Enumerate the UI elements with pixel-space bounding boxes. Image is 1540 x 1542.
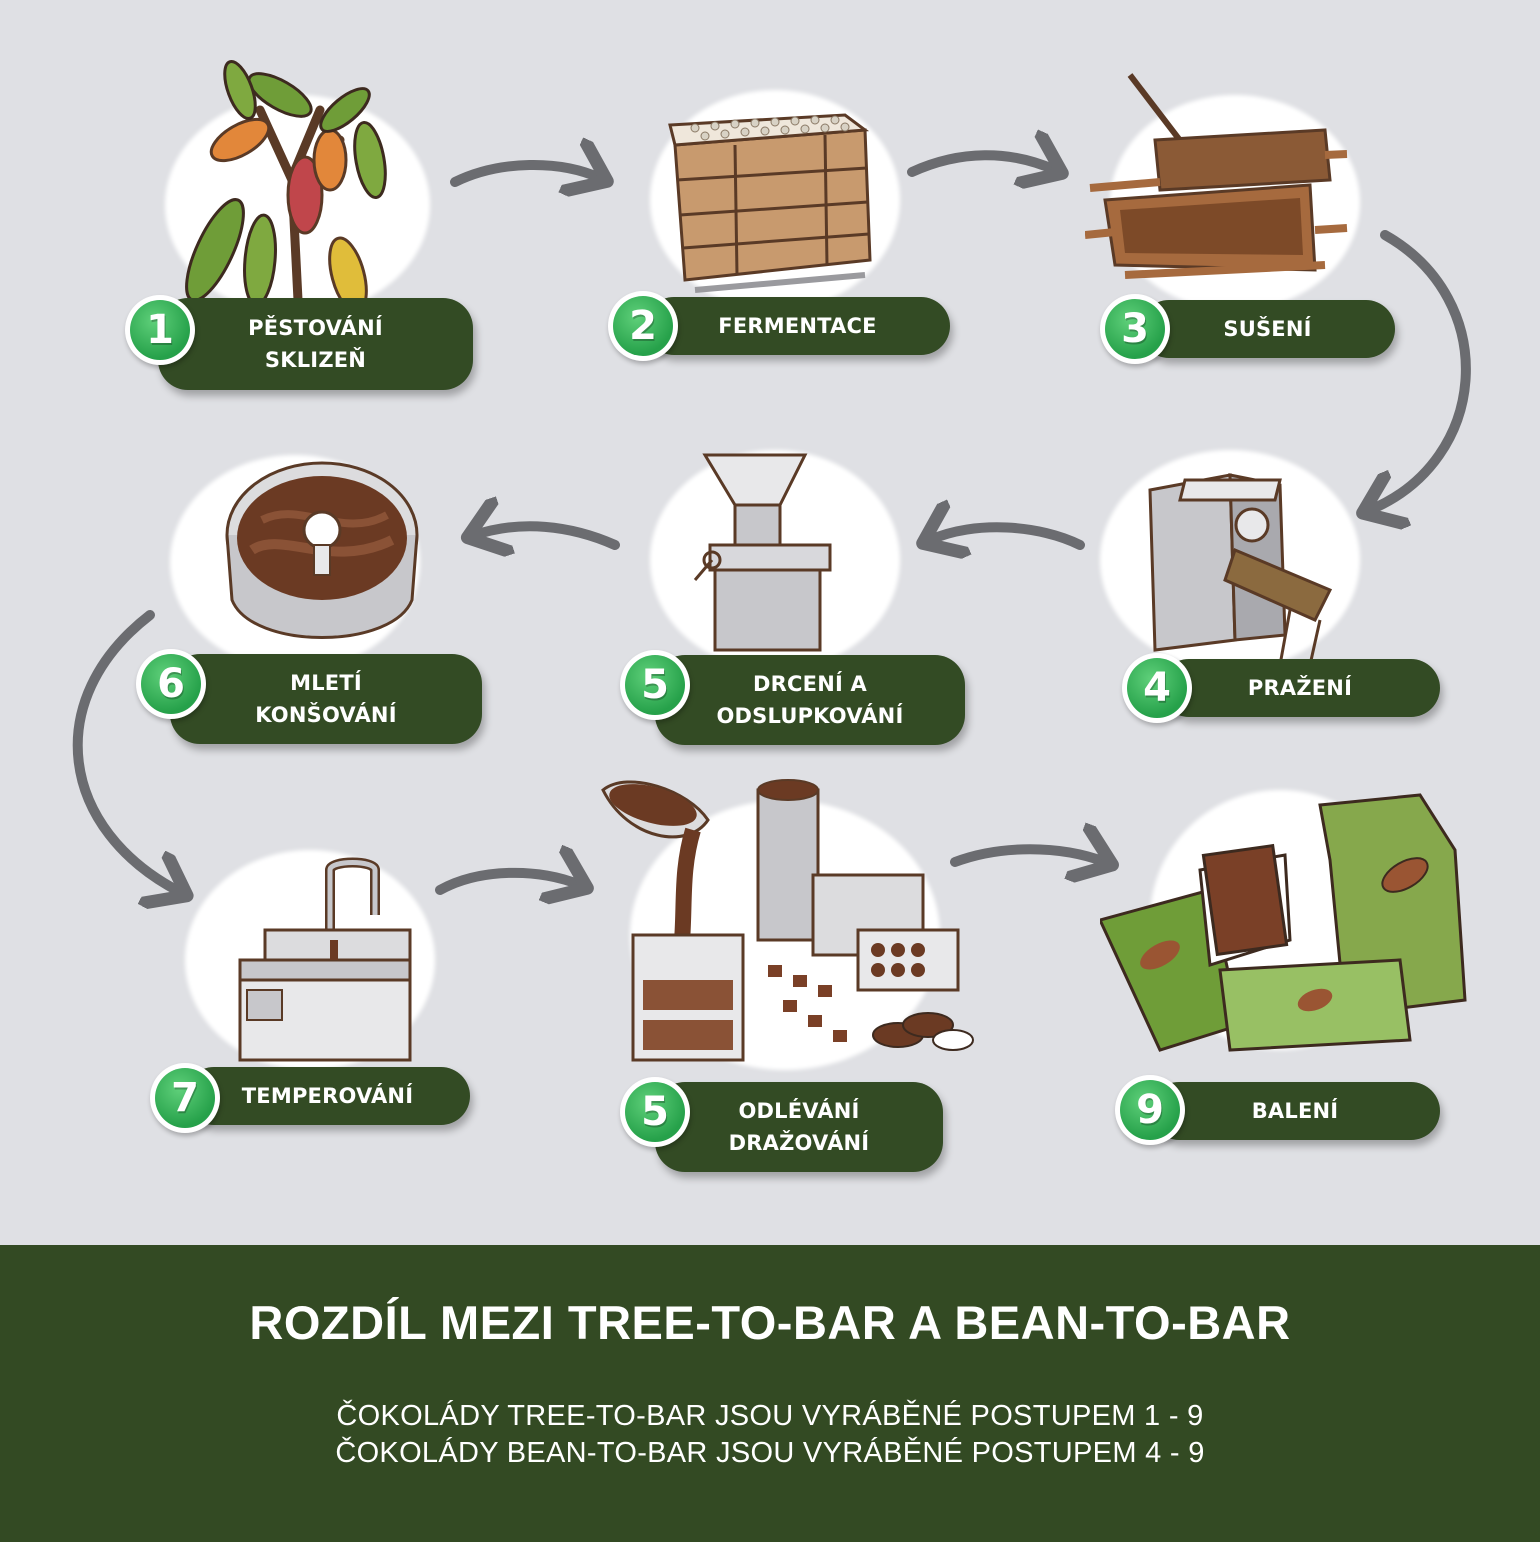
step-9-label: BALENÍ [1150, 1082, 1440, 1140]
step-4-label-line-1: PRAŽENÍ [1248, 672, 1352, 704]
step-5-crushing-label-line-2: ODSLUPKOVÁNÍ [717, 700, 904, 732]
step-2-badge: 2 [608, 291, 678, 361]
step-2-number: 2 [613, 296, 673, 356]
step-1-label: PĚSTOVÁNÍ SKLIZEŇ [158, 298, 473, 390]
step-6-label: MLETÍ KONŠOVÁNÍ [170, 654, 482, 744]
step-7-label-line-1: TEMPEROVÁNÍ [242, 1080, 413, 1112]
step-3-badge: 3 [1100, 294, 1170, 364]
step-4-number: 4 [1127, 658, 1187, 718]
arrow-7-8 [440, 873, 580, 890]
step-8-badge: 5 [620, 1077, 690, 1147]
footer-title: ROZDÍL MEZI TREE-TO-BAR A BEAN-TO-BAR [0, 1295, 1540, 1350]
step-3-label: SUŠENÍ [1140, 300, 1395, 358]
arrow-1-2 [455, 165, 600, 182]
footer: ROZDÍL MEZI TREE-TO-BAR A BEAN-TO-BAR ČO… [0, 1245, 1540, 1542]
step-6-number: 6 [141, 654, 201, 714]
fermentation-crate-icon [665, 110, 885, 300]
step-2-label-line-1: FERMENTACE [718, 310, 876, 342]
step-9-label-line-1: BALENÍ [1252, 1095, 1339, 1127]
arrow-3-4 [1370, 235, 1466, 510]
step-7-number: 7 [155, 1068, 215, 1128]
step-5-crushing-badge: 5 [620, 650, 690, 720]
footer-line-2: ČOKOLÁDY BEAN-TO-BAR JSOU VYRÁBĚNÉ POSTU… [0, 1437, 1540, 1470]
arrow-2-3 [912, 155, 1055, 172]
step-6-label-line-2: KONŠOVÁNÍ [255, 699, 396, 731]
step-1-number: 1 [130, 300, 190, 360]
conche-icon [222, 460, 422, 650]
step-8-label: ODLÉVÁNÍ DRAŽOVÁNÍ [655, 1082, 943, 1172]
step-6-label-line-1: MLETÍ [290, 667, 362, 699]
step-6-badge: 6 [136, 649, 206, 719]
step-4-badge: 4 [1122, 653, 1192, 723]
tempering-machine-icon [235, 855, 420, 1065]
arrow-5-6 [475, 526, 615, 545]
step-2-label: FERMENTACE [645, 297, 950, 355]
cacao-tree-icon [180, 50, 420, 305]
roaster-icon [1140, 470, 1350, 670]
winnower-icon [690, 450, 840, 660]
step-8-label-line-2: DRAŽOVÁNÍ [729, 1127, 870, 1159]
step-5-crushing-number: 5 [625, 655, 685, 715]
step-8-number: 5 [625, 1082, 685, 1142]
step-5-crushing-label-line-1: DRCENÍ A [753, 668, 867, 700]
step-9-badge: 9 [1115, 1075, 1185, 1145]
step-8-label-line-1: ODLÉVÁNÍ [738, 1095, 859, 1127]
step-4-label: PRAŽENÍ [1160, 659, 1440, 717]
step-1-label-line-1: PĚSTOVÁNÍ [248, 312, 383, 344]
step-1-badge: 1 [125, 295, 195, 365]
molding-machine-icon [598, 770, 978, 1070]
arrow-4-5 [930, 527, 1080, 545]
packaging-icon [1100, 790, 1470, 1060]
footer-line-1: ČOKOLÁDY TREE-TO-BAR JSOU VYRÁBĚNÉ POSTU… [0, 1400, 1540, 1433]
step-5-crushing-label: DRCENÍ A ODSLUPKOVÁNÍ [655, 655, 965, 745]
step-1-label-line-2: SKLIZEŇ [265, 344, 366, 376]
step-3-label-line-1: SUŠENÍ [1223, 313, 1311, 345]
step-7-label: TEMPEROVÁNÍ [185, 1067, 470, 1125]
drying-trays-icon [1085, 70, 1350, 300]
step-9-number: 9 [1120, 1080, 1180, 1140]
step-7-badge: 7 [150, 1063, 220, 1133]
step-3-number: 3 [1105, 299, 1165, 359]
